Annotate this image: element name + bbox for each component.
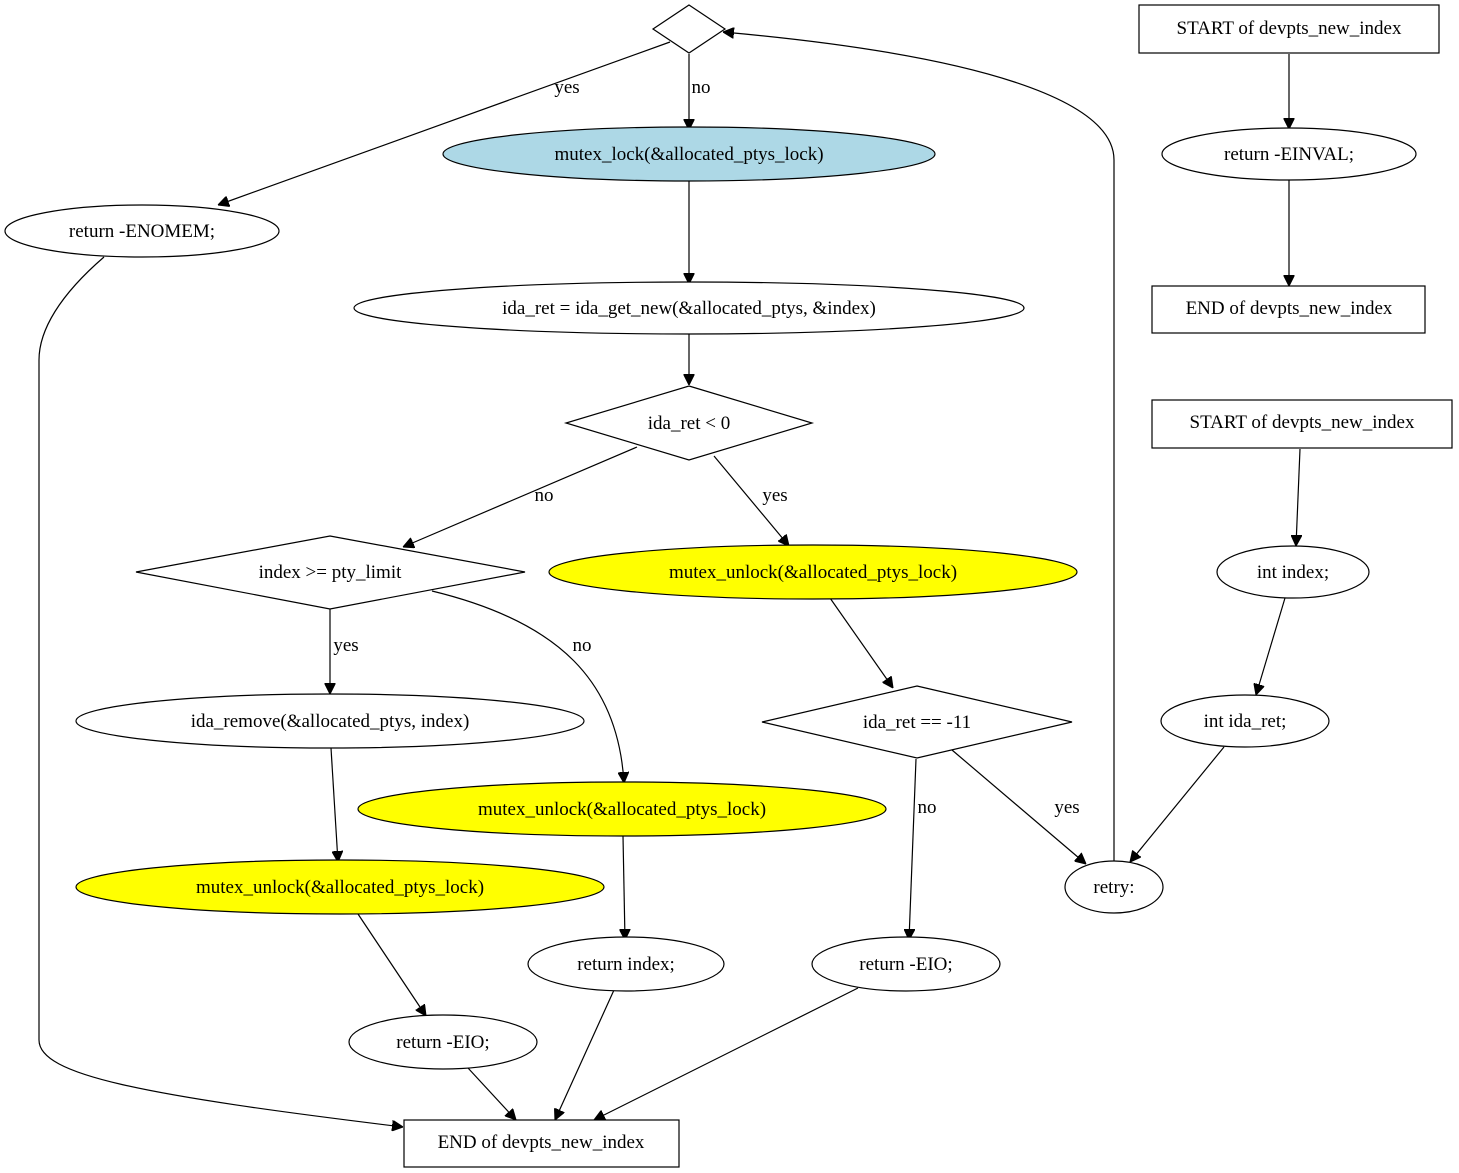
ida-get-new-node: ida_ret = ida_get_new(&allocated_ptys, &… xyxy=(353,281,1025,335)
ida-remove-label: ida_remove(&allocated_ptys, index) xyxy=(191,711,470,732)
mutex-lock-label: mutex_lock(&allocated_ptys_lock) xyxy=(554,144,823,165)
return-enomem-node: return -ENOMEM; xyxy=(4,204,280,258)
return-eio-node-b: return -EIO; xyxy=(811,936,1001,992)
decision-index-limit: index >= pty_limit xyxy=(135,535,526,610)
mutex-unlock-c-label: mutex_unlock(&allocated_ptys_lock) xyxy=(478,799,766,820)
decision-ida-ret-eq-label: ida_ret == -11 xyxy=(863,712,971,733)
return-eio-b-label: return -EIO; xyxy=(859,954,952,975)
edge-eio-b-to-end2 xyxy=(594,987,859,1120)
mutex-unlock-a-label: mutex_unlock(&allocated_ptys_lock) xyxy=(669,562,957,583)
end-node-2-label: END of devpts_new_index xyxy=(438,1132,645,1153)
edge-lt0-to-index-limit xyxy=(403,446,638,547)
decision-ida-ret-eq: ida_ret == -11 xyxy=(761,685,1073,759)
decision-ida-ret-lt0: ida_ret < 0 xyxy=(563,385,815,461)
decision-ida-ret-lt0-label: ida_ret < 0 xyxy=(648,413,730,434)
edge-int-index-to-int-ida-ret xyxy=(1256,597,1286,695)
return-einval-node: return -EINVAL; xyxy=(1161,127,1417,181)
edge-unlock-a-to-eq xyxy=(829,597,893,688)
edge-top-to-enomem xyxy=(218,41,671,205)
return-index-label: return index; xyxy=(577,954,675,975)
int-ida-ret-label: int ida_ret; xyxy=(1204,711,1287,732)
int-index-label: int index; xyxy=(1257,562,1329,583)
retry-node: retry: xyxy=(1064,860,1164,914)
int-index-node: int index; xyxy=(1216,545,1370,599)
edge-enomem-to-end2 xyxy=(38,256,403,1127)
edge-lt0-to-unlock-a xyxy=(713,455,789,546)
edge-eio-a-to-end2 xyxy=(467,1067,516,1120)
int-ida-ret-node: int ida_ret; xyxy=(1160,694,1330,748)
start-node-2: START of devpts_new_index xyxy=(1151,399,1453,449)
retry-label: retry: xyxy=(1093,877,1134,898)
edge-eq-to-eio-b xyxy=(909,758,917,940)
mutex-unlock-node-c: mutex_unlock(&allocated_ptys_lock) xyxy=(357,781,887,837)
decision-node-top xyxy=(651,4,727,54)
mutex-unlock-node-b: mutex_unlock(&allocated_ptys_lock) xyxy=(75,859,605,915)
start-node-1: START of devpts_new_index xyxy=(1138,4,1440,54)
edge-labels: yes no no yes yes no no yes xyxy=(333,77,1079,818)
edge-label-limit-yes: yes xyxy=(333,635,358,656)
edge-index-limit-to-unlock-c xyxy=(431,590,624,783)
decision-index-limit-label: index >= pty_limit xyxy=(259,562,403,583)
return-enomem-label: return -ENOMEM; xyxy=(69,221,215,242)
edge-int-ida-ret-to-retry xyxy=(1130,746,1225,862)
edge-label-eq-yes: yes xyxy=(1054,797,1079,818)
ida-get-new-label: ida_ret = ida_get_new(&allocated_ptys, &… xyxy=(502,298,876,319)
edge-label-eq-no: no xyxy=(918,797,937,818)
start-node-1-label: START of devpts_new_index xyxy=(1177,18,1402,39)
edge-retry-to-top xyxy=(723,32,1115,862)
mutex-unlock-node-a: mutex_unlock(&allocated_ptys_lock) xyxy=(548,544,1078,600)
nodes: START of devpts_new_index return -EINVAL… xyxy=(4,4,1453,1168)
edges xyxy=(38,32,1300,1127)
edge-unlock-c-to-return-index xyxy=(623,835,625,940)
return-index-node: return index; xyxy=(527,936,725,992)
edge-ida-remove-to-unlock-b xyxy=(330,747,338,862)
end-node-2: END of devpts_new_index xyxy=(403,1119,680,1168)
start-node-2-label: START of devpts_new_index xyxy=(1190,412,1415,433)
ida-remove-node: ida_remove(&allocated_ptys, index) xyxy=(75,693,585,749)
edge-unlock-b-to-eio-a xyxy=(357,913,426,1016)
edge-label-top-yes: yes xyxy=(554,77,579,98)
edge-eq-to-retry xyxy=(951,749,1086,864)
mutex-unlock-b-label: mutex_unlock(&allocated_ptys_lock) xyxy=(196,877,484,898)
return-eio-a-label: return -EIO; xyxy=(396,1032,489,1053)
end-node-1: END of devpts_new_index xyxy=(1151,285,1426,334)
edge-label-lt0-no: no xyxy=(535,485,554,506)
edge-label-top-no: no xyxy=(692,77,711,98)
edge-start2-to-int-index xyxy=(1296,448,1300,546)
edge-label-limit-no: no xyxy=(573,635,592,656)
mutex-lock-node: mutex_lock(&allocated_ptys_lock) xyxy=(442,126,936,182)
edge-return-index-to-end2 xyxy=(555,989,615,1120)
edge-label-lt0-yes: yes xyxy=(762,485,787,506)
return-einval-label: return -EINVAL; xyxy=(1224,144,1354,165)
return-eio-node-a: return -EIO; xyxy=(348,1014,538,1070)
end-node-1-label: END of devpts_new_index xyxy=(1186,298,1393,319)
